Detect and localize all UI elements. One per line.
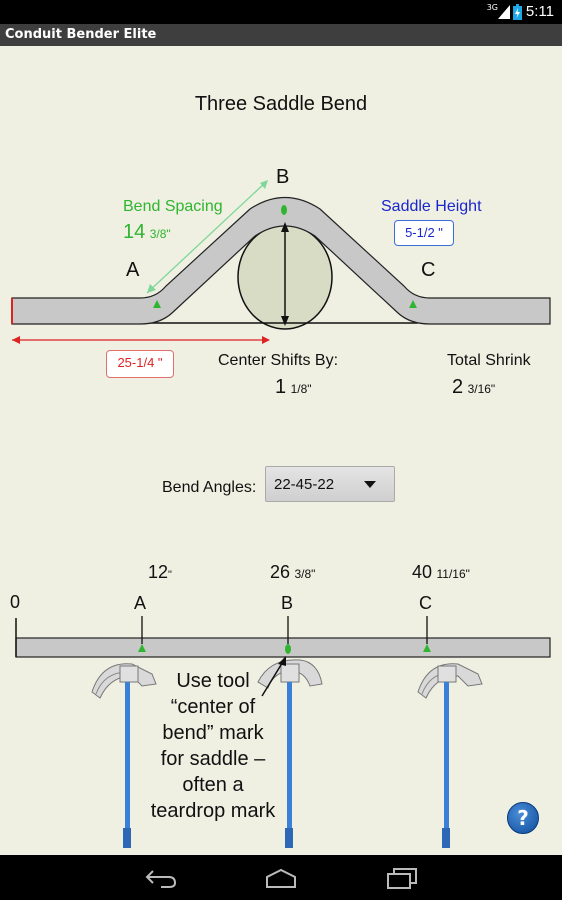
diagram-label-b: B (276, 166, 289, 188)
status-time: 5:11 (525, 3, 554, 20)
bend-angles-dropdown[interactable]: 22-45-22 (265, 466, 395, 502)
app-title-bar: Conduit Bender Elite (0, 24, 562, 47)
mark-a-fraction: " (168, 569, 172, 581)
diagram-label-a: A (126, 259, 140, 281)
total-shrink-whole: 2 (452, 376, 464, 398)
saddle-diagram: A B C (11, 166, 551, 344)
mark-a-label: A (134, 593, 146, 613)
mark-a-whole: 12 (148, 562, 169, 582)
mark-b-distance: 26 3/8" (270, 562, 315, 583)
bend-mark-c (409, 300, 417, 308)
bent-conduit (11, 197, 551, 325)
mark-b-icon (285, 644, 291, 654)
mark-c-distance: 40 11/16" (412, 562, 470, 583)
bend-angles-label: Bend Angles: (162, 479, 257, 496)
bend-spacing-label: Bend Spacing (123, 198, 223, 215)
diagram-title: Three Saddle Bend (194, 93, 368, 115)
bend-spacing-arrow (146, 181, 267, 294)
mark-b-label: B (281, 593, 293, 613)
bender-b-icon (257, 659, 323, 848)
signal-icon (498, 5, 510, 19)
saddle-height-value: 5-1/2 " (405, 225, 443, 240)
status-bar: 3G 5:11 (0, 0, 562, 24)
mark-a-distance: 12" (148, 562, 172, 583)
mark-c-label: C (419, 593, 432, 613)
app-title: Conduit Bender Elite (5, 27, 157, 42)
bender-c-icon (417, 663, 483, 848)
bend-spacing-fraction: 3/8" (149, 227, 171, 241)
navigation-bar (0, 855, 562, 900)
center-shifts-label: Center Shifts By: (218, 352, 339, 369)
straight-conduit (15, 637, 551, 658)
center-shifts-fraction: 1/8" (290, 382, 312, 396)
mark-c-fraction: 11/16" (436, 567, 470, 581)
recent-apps-button[interactable] (384, 866, 420, 890)
mark-a-icon (138, 644, 146, 652)
zero-label: 0 (10, 592, 20, 612)
bender-a-icon (91, 663, 157, 848)
start-distance-box[interactable]: 25-1/4 " (106, 350, 174, 378)
mark-b-whole: 26 (270, 562, 291, 582)
bend-mark-b (281, 205, 287, 215)
bend-angles-selected: 22-45-22 (274, 476, 335, 493)
dropdown-arrow-icon (364, 481, 376, 488)
main-content: Three Saddle Bend A B C Bend Spacing 14 (0, 46, 562, 855)
bend-mark-a (153, 300, 161, 308)
mark-c-whole: 40 (412, 562, 433, 582)
tool-note-arrow (261, 659, 285, 697)
total-shrink-fraction: 3/16" (467, 382, 496, 396)
network-type: 3G (486, 3, 498, 12)
help-button[interactable]: ? (507, 802, 539, 834)
total-shrink-value: 2 3/16" (452, 376, 495, 399)
center-shifts-value: 1 1/8" (275, 376, 312, 399)
bend-spacing-value: 14 3/8" (123, 221, 171, 244)
mark-c-icon (423, 644, 431, 652)
start-distance-value: 25-1/4 " (117, 355, 163, 370)
total-shrink-label: Total Shrink (447, 352, 531, 369)
tool-note: Use tool “center of bend” mark for saddl… (150, 670, 276, 822)
home-button[interactable] (263, 867, 299, 889)
battery-icon (513, 4, 522, 20)
saddle-height-box[interactable]: 5-1/2 " (394, 220, 454, 246)
back-button[interactable] (143, 867, 179, 889)
marking-diagram: 0 A B C (10, 592, 551, 848)
saddle-height-label: Saddle Height (381, 198, 482, 215)
bend-spacing-whole: 14 (123, 221, 146, 243)
diagram-label-c: C (421, 259, 435, 281)
mark-b-fraction: 3/8" (294, 567, 316, 581)
center-shifts-whole: 1 (275, 376, 287, 398)
